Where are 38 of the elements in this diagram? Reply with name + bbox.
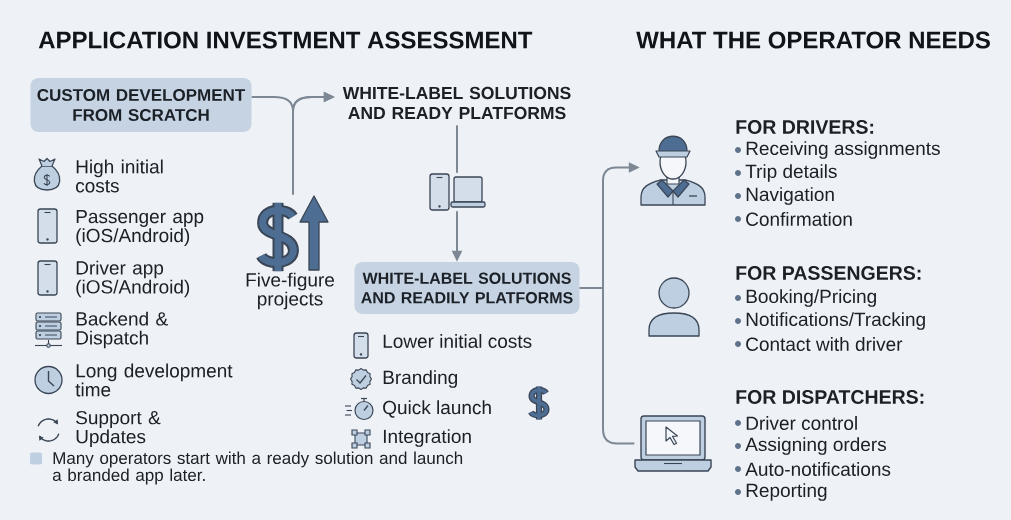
section-heading: FOR DISPATCHERS: [736, 390, 924, 404]
bullet-text: Contact with driver [746, 337, 903, 351]
bullet-text: Receiving assignments [746, 141, 940, 159]
bullet-text: Driver control [746, 416, 857, 430]
bullet-text: Confirmation [746, 212, 852, 226]
bullet-text: Trip details [745, 164, 837, 182]
connector-line [578, 287, 636, 445]
list-text: Quick launch [383, 400, 491, 418]
heading-box: WHITE-LABEL SOLUTIONS AND READILY PLATFORMS [354, 262, 580, 314]
dollar-arrow-icon [256, 195, 329, 272]
list-text: Lower initial costs [383, 334, 532, 348]
heading: APPLICATION INVESTMENT ASSESSMENT [38, 31, 533, 49]
heading-text: WHITE-LABEL SOLUTIONS AND READY PLATFORMS [342, 86, 571, 120]
heading-box: CUSTOM DEVELOPMENT FROM SCRATCH [30, 78, 252, 132]
section-heading: FOR PASSENGERS: [736, 266, 921, 280]
caption-text: Five-figure projects [246, 272, 335, 310]
list-text: Support & Updates [76, 410, 161, 448]
bullet-text: Assigning orders [745, 437, 886, 455]
person-icon [640, 135, 706, 206]
list-text: High initial costs [76, 159, 163, 193]
devices-icon [429, 173, 486, 211]
person-icon [648, 277, 700, 337]
list-text: Backend & Dispatch [76, 311, 168, 349]
list-text: Passenger app (iOS/Android) [76, 210, 204, 246]
bullet-text: Auto-notifications [745, 462, 891, 476]
connector-line [456, 124, 458, 174]
note-text: Many operators start with a ready solution and launch a branded app later. [52, 451, 463, 485]
bullet-text: Notifications/Tracking [746, 312, 925, 330]
bullet-text: Booking/Pricing [746, 289, 876, 307]
bullet-text: Navigation [746, 187, 834, 205]
list-text: Integration [383, 429, 471, 447]
laptop-icon [634, 415, 712, 472]
section-heading: FOR DRIVERS: [736, 120, 874, 134]
bullet-text: Reporting [746, 483, 827, 501]
list-text: Driver app (iOS/Android) [76, 260, 190, 298]
list-text: Long development time [75, 363, 233, 397]
heading: WHAT THE OPERATOR NEEDS [636, 31, 990, 49]
list-text: Branding [383, 370, 457, 388]
